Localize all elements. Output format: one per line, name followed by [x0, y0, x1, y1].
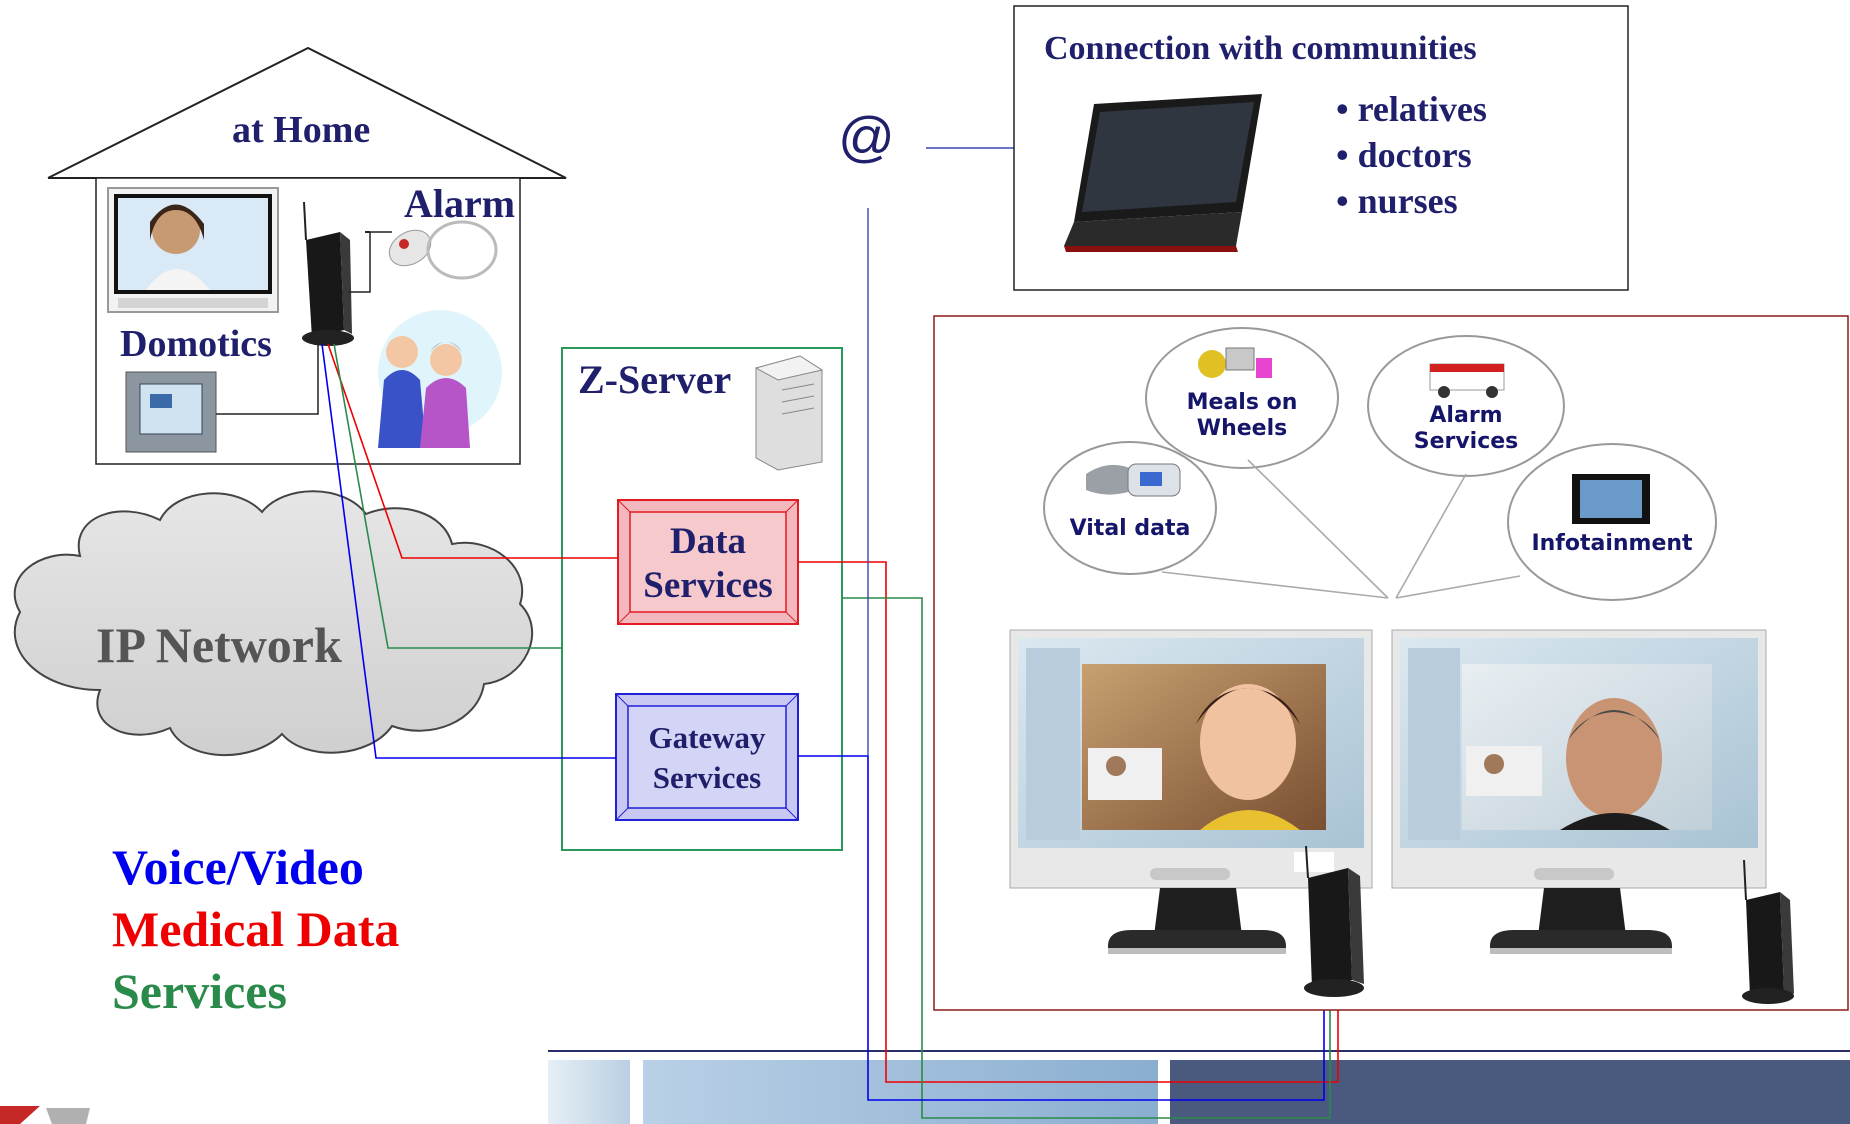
- bubble-connectors: [1161, 459, 1521, 599]
- gateway-services-line-2: Services: [652, 760, 762, 795]
- services-link: [333, 343, 1331, 1119]
- set-top-box-icon: [302, 201, 354, 346]
- community-item-relatives: • relatives: [1336, 89, 1487, 129]
- ip-network-label: IP Network: [96, 617, 342, 673]
- medical-data-link: [327, 343, 1339, 1083]
- blood-pressure-monitor-icon: [1086, 463, 1181, 497]
- video-call-monitor-right: [1391, 629, 1767, 954]
- elderly-couple-icon: [378, 310, 502, 448]
- footer-bar: [548, 1050, 1850, 1124]
- data-services-frame: [617, 499, 799, 625]
- meals-icon: [1198, 347, 1272, 378]
- tv-icon: [107, 187, 279, 313]
- logo-fragment: [0, 1106, 90, 1124]
- legend-medical-data: Medical Data: [112, 901, 400, 957]
- home-title: at Home: [232, 109, 371, 151]
- laptop-icon: [1064, 94, 1262, 252]
- community-item-doctors: • doctors: [1336, 135, 1472, 175]
- alarm-services-line-2: Services: [1413, 429, 1519, 454]
- tablet-icon: [1572, 474, 1650, 524]
- meals-label: Meals on Wheels: [1162, 390, 1322, 442]
- alarm-services-label: Alarm Services: [1386, 403, 1546, 455]
- alarm-pendant-icon: [348, 220, 498, 293]
- communities-list: • relatives • doctors • nurses: [1336, 86, 1487, 224]
- data-services-line-1: Data: [669, 521, 747, 562]
- domotics-label: Domotics: [120, 323, 272, 365]
- vital-data-label: Vital data: [1069, 516, 1191, 541]
- data-services-label: Data Services: [630, 520, 786, 608]
- alarm-label: Alarm: [404, 181, 516, 226]
- gateway-services-line-1: Gateway: [648, 720, 766, 755]
- video-call-monitor-left: [1009, 629, 1373, 954]
- alarm-services-bubble: [1367, 335, 1565, 477]
- meals-label-line-1: Meals on: [1186, 390, 1298, 415]
- ambulance-icon: [1429, 363, 1505, 398]
- meals-label-line-2: Wheels: [1196, 416, 1288, 441]
- z-server-box: [561, 347, 843, 851]
- legend-services: Services: [112, 963, 287, 1019]
- voice-video-link: [321, 343, 1325, 1101]
- data-services-line-2: Services: [643, 565, 773, 606]
- server-tower-icon: [754, 355, 824, 471]
- legend-voice-video: Voice/Video: [112, 839, 364, 895]
- community-item-nurses: • nurses: [1336, 181, 1458, 221]
- meals-bubble: [1145, 327, 1339, 469]
- z-server-title: Z-Server: [578, 357, 732, 402]
- vital-data-bubble: [1043, 441, 1217, 575]
- set-top-box-care-right: [1742, 859, 1794, 1004]
- at-symbol: @: [838, 105, 895, 168]
- alarm-services-line-1: Alarm: [1429, 403, 1503, 428]
- communities-title: Connection with communities: [1044, 30, 1477, 67]
- gateway-services-frame: [615, 693, 799, 821]
- gateway-services-label: Gateway Services: [628, 718, 786, 798]
- set-top-box-care-left: [1294, 845, 1364, 997]
- infotainment-label: Infotainment: [1531, 531, 1693, 556]
- domotics-panel-icon: [125, 371, 217, 453]
